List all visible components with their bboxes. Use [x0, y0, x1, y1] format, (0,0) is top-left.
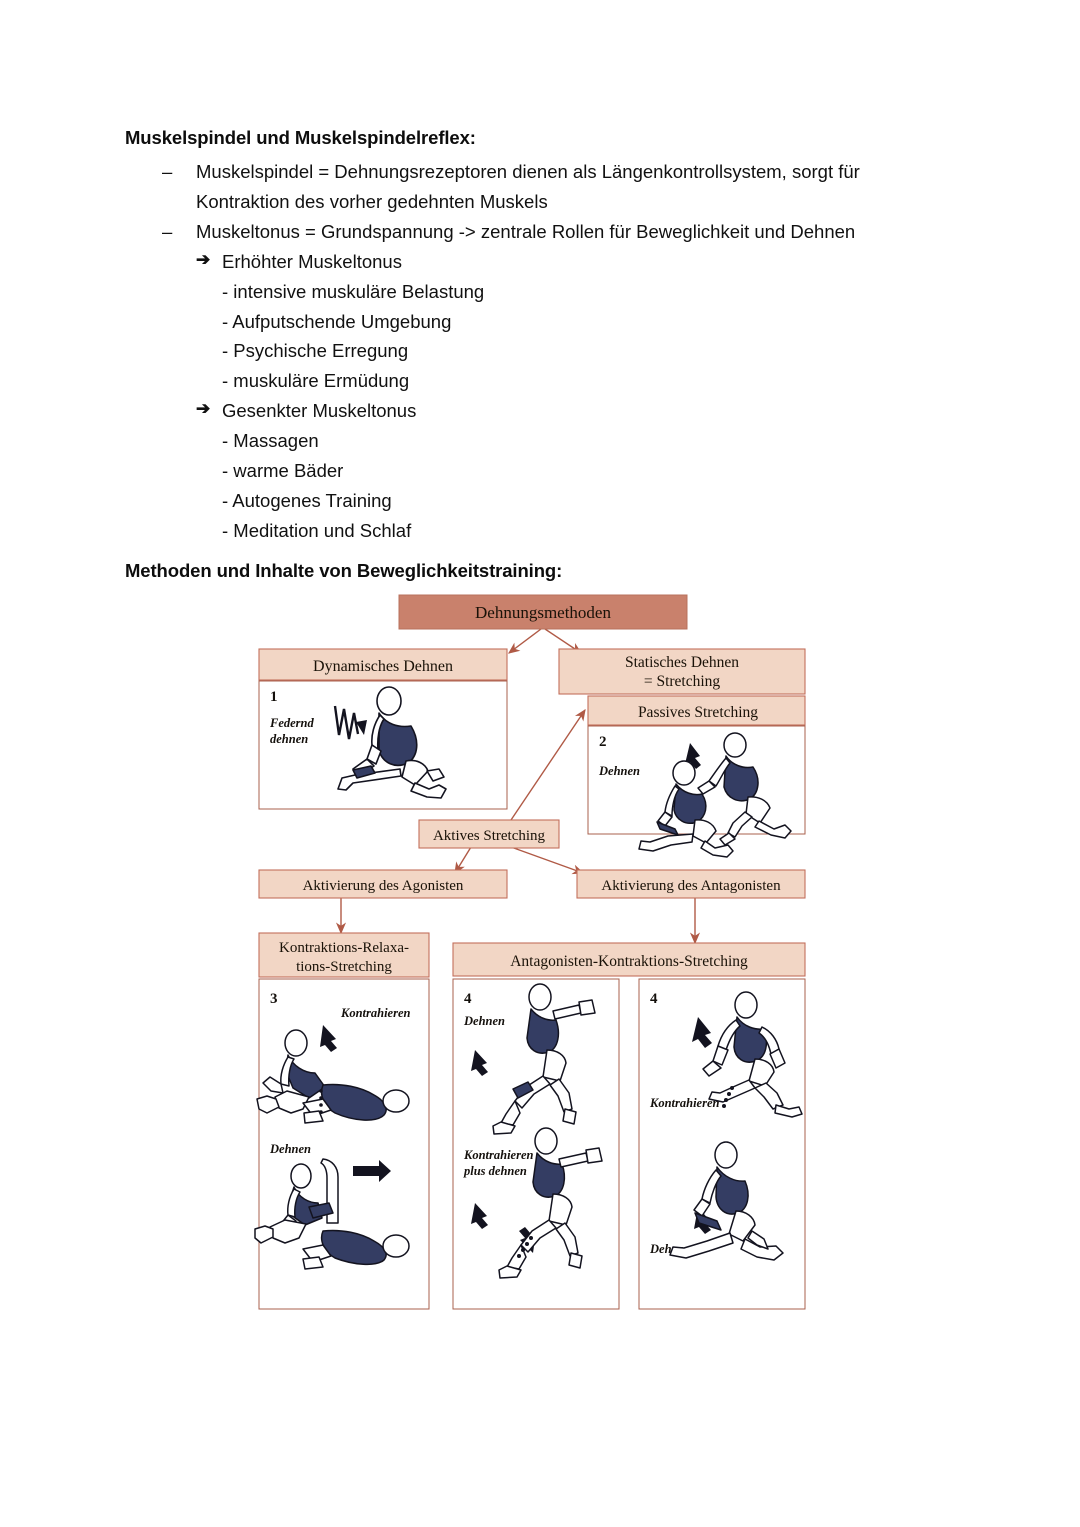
- panel-4-middle: 4 Dehnen Kontrahieren plus dehnen: [452, 978, 620, 1310]
- panel-label: plus dehnen: [463, 1164, 527, 1178]
- list-item: – Muskeltonus = Grundspannung -> zentral…: [125, 217, 955, 247]
- arrow-down-icon: [685, 743, 701, 769]
- figure-partner-standing: [697, 732, 792, 846]
- node-label: Passives Stretching: [638, 704, 758, 721]
- dehnungsmethoden-diagram: Dehnungsmethoden Dynamisches Dehnen Stat…: [243, 593, 843, 1338]
- subgroup-heading-erhoehter: ➔ Erhöhter Muskeltonus: [125, 247, 955, 277]
- subgroup-heading-gesenkter: ➔ Gesenkter Muskeltonus: [125, 396, 955, 426]
- node-statisches-dehnen: Statisches Dehnen = Stretching: [558, 648, 806, 695]
- notes-block: Muskelspindel und Muskelspindelreflex: –…: [125, 124, 955, 546]
- panel-number: 2: [599, 734, 607, 750]
- panel-label: Federnd: [269, 716, 315, 730]
- list-item: - muskuläre Ermüdung: [222, 370, 410, 392]
- figure-kontrahieren-seated: [256, 1029, 410, 1124]
- panel-3: 3 Kontrahieren Dehnen: [254, 978, 430, 1310]
- node-label-line1: Statisches Dehnen: [625, 654, 739, 671]
- section-heading-methoden: Methoden und Inhalte von Beweglichkeitst…: [125, 560, 563, 581]
- panel-4-right: 4 Kontrahieren Dehnen: [638, 978, 806, 1310]
- panel-2: 2 Dehnen: [587, 725, 806, 858]
- node-label: Aktivierung des Agonisten: [303, 878, 464, 894]
- node-label-line2: = Stretching: [644, 673, 721, 690]
- node-kontraktions-relaxations-stretching: Kontraktions-Relaxa- tions-Stretching: [258, 932, 430, 978]
- node-dehnungsmethoden: Dehnungsmethoden: [398, 594, 688, 630]
- panel-label: Kontrahieren: [463, 1148, 534, 1162]
- arrow-down-icon: [692, 1017, 712, 1048]
- figure-federnd-dehnen: [337, 686, 447, 799]
- muskelspindel-bullet-list: – Muskelspindel = Dehnungsrezeptoren die…: [125, 157, 955, 247]
- list-item: - Aufputschende Umgebung: [222, 310, 452, 332]
- dash-bullet-icon: –: [162, 160, 173, 182]
- figure-being-stretched: [638, 760, 734, 858]
- node-dynamisches-dehnen: Dynamisches Dehnen: [258, 648, 508, 681]
- subgroup-label: Erhöhter Muskeltonus: [222, 250, 402, 272]
- list-item: - intensive muskuläre Belastung: [222, 280, 485, 302]
- figure-dehnen-seated: [254, 1158, 410, 1270]
- list-item: - Meditation und Schlaf: [222, 520, 412, 542]
- panel-label: Dehnen: [598, 764, 640, 778]
- arrow-bullet-icon: ➔: [196, 399, 211, 419]
- subgroup-label: Gesenkter Muskeltonus: [222, 400, 417, 422]
- arrow-bullet-icon: ➔: [196, 249, 211, 269]
- node-label: Dehnungsmethoden: [475, 603, 611, 622]
- node-aktives-stretching: Aktives Stretching: [418, 819, 560, 849]
- panel-number: 4: [464, 991, 472, 1007]
- panel-label: Dehnen: [269, 1142, 311, 1156]
- spring-motion-icon: [333, 705, 360, 740]
- panel-1: 1 Federnd dehnen: [258, 680, 508, 810]
- panel-label: Kontrahieren: [649, 1096, 720, 1110]
- node-label-line2: tions-Stretching: [296, 959, 392, 975]
- node-aktivierung-agonisten: Aktivierung des Agonisten: [258, 869, 508, 899]
- arrow-down-icon: [471, 1203, 488, 1229]
- node-label: Aktivierung des Antagonisten: [601, 878, 781, 894]
- list-item-text: Muskeltonus = Grundspannung -> zentrale …: [196, 220, 856, 242]
- panel-label: Dehnen: [463, 1014, 505, 1028]
- arrow-right-icon: [353, 1160, 391, 1182]
- panel-number: 3: [270, 991, 278, 1007]
- panel-label: Kontrahieren: [340, 1006, 411, 1020]
- node-antagonisten-kontraktions-stretching: Antagonisten-Kontraktions-Stretching: [452, 942, 806, 977]
- node-label: Aktives Stretching: [433, 828, 546, 844]
- node-aktivierung-antagonisten: Aktivierung des Antagonisten: [576, 869, 806, 899]
- node-label: Antagonisten-Kontraktions-Stretching: [510, 953, 748, 970]
- page-title: Muskelspindel und Muskelspindelreflex:: [125, 127, 476, 148]
- panel-number: 1: [270, 689, 278, 705]
- list-item-text: Muskelspindel = Dehnungsrezeptoren diene…: [196, 160, 860, 212]
- list-item: - warme Bäder: [222, 460, 344, 482]
- arrow-down-icon: [320, 1025, 337, 1052]
- diagram-connectors: [335, 628, 701, 945]
- figure-lunge-kontrahieren-dehnen: [498, 1127, 603, 1279]
- arrow-down-icon: [356, 720, 367, 735]
- list-item: – Muskelspindel = Dehnungsrezeptoren die…: [125, 157, 955, 217]
- node-label-line1: Kontraktions-Relaxa-: [279, 940, 409, 956]
- dash-bullet-icon: –: [162, 220, 173, 242]
- figure-kontrahieren-crossover: [702, 991, 803, 1118]
- arrow-down-icon: [471, 1050, 488, 1076]
- panel-number: 4: [650, 991, 658, 1007]
- figure-dehnen-kneeling: [669, 1141, 784, 1261]
- panel-label: dehnen: [270, 732, 308, 746]
- list-item: - Psychische Erregung: [222, 340, 409, 362]
- figure-lunge-dehnen: [492, 983, 596, 1135]
- node-passives-stretching: Passives Stretching: [587, 695, 806, 726]
- node-label: Dynamisches Dehnen: [313, 658, 453, 675]
- list-item: - Massagen: [222, 430, 319, 452]
- list-item: - Autogenes Training: [222, 490, 392, 512]
